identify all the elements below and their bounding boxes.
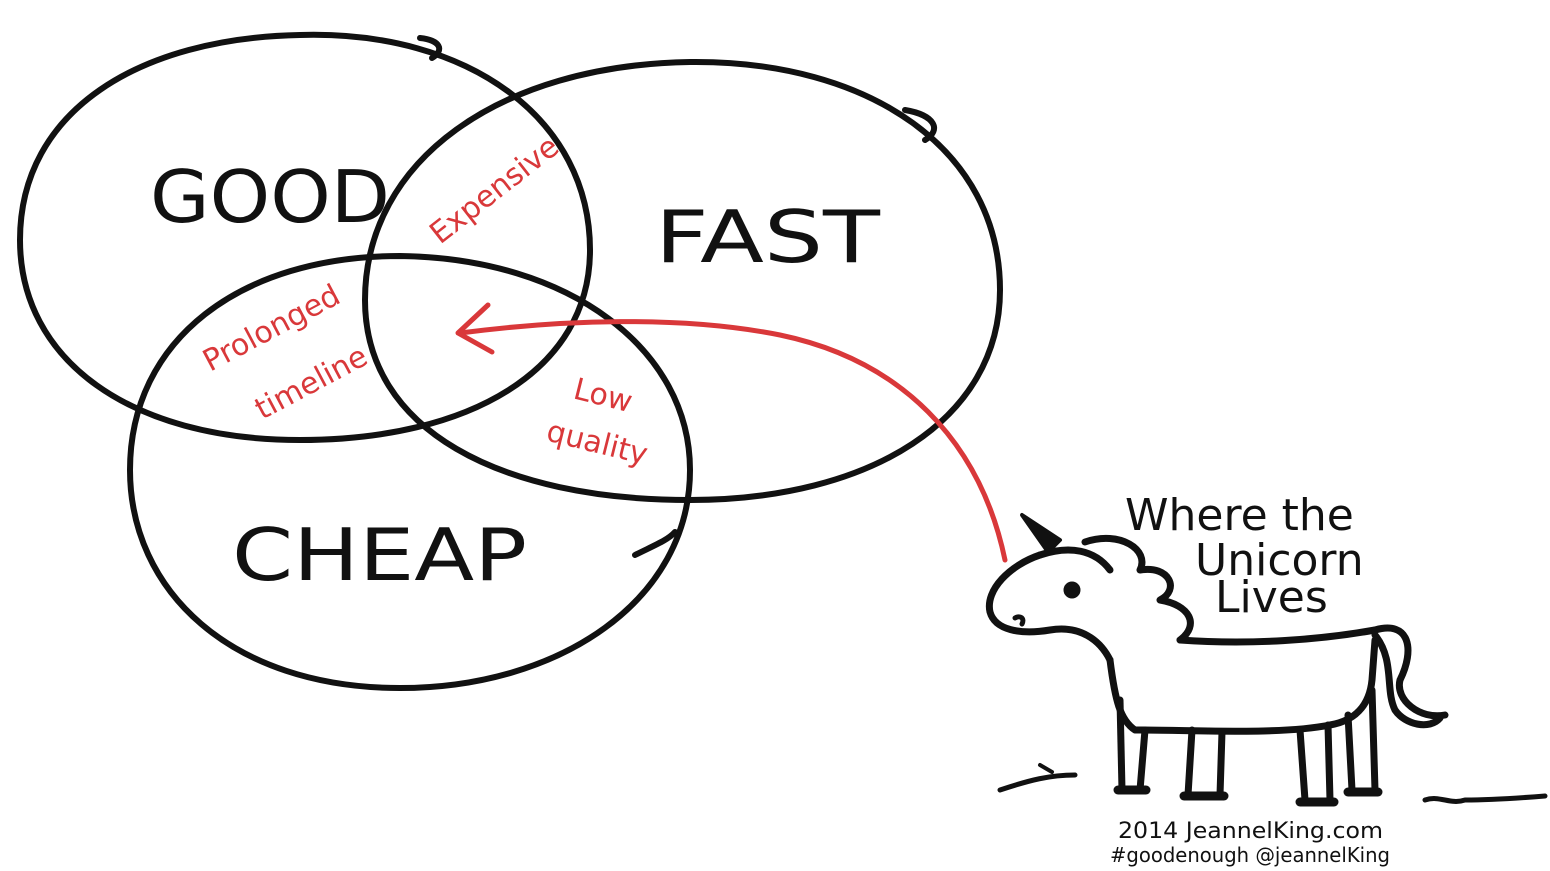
- quality-label: quality: [543, 414, 651, 473]
- timeline-label: timeline: [249, 339, 373, 427]
- good-label: GOOD: [150, 155, 390, 239]
- unicorn-caption-line1: Where the: [1125, 490, 1354, 541]
- cheap-label: CHEAP: [232, 513, 527, 597]
- unicorn-caption-line3: Lives: [1215, 572, 1328, 623]
- expensive-label: Expensive: [423, 129, 565, 251]
- fast-label: FAST: [655, 195, 881, 279]
- fast-circle: [365, 62, 1000, 500]
- credit-line2: #goodenough @jeannelKing: [1110, 843, 1390, 867]
- unicorn-arrow: [458, 305, 1005, 560]
- low-label: Low: [570, 372, 636, 420]
- credit-line1: 2014 JeannelKing.com: [1118, 819, 1383, 844]
